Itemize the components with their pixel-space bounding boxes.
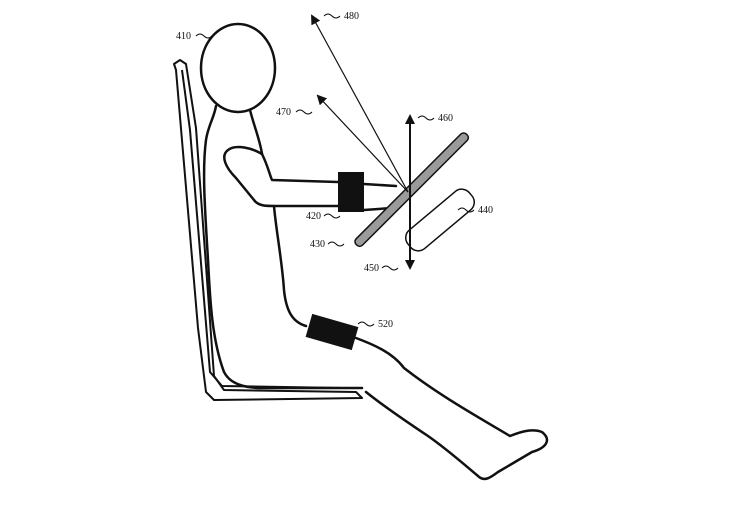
torso-back <box>202 104 364 390</box>
arm-sensor <box>338 172 364 212</box>
leader-lines <box>195 13 475 327</box>
label-420: 420 <box>306 211 321 222</box>
leader-450 <box>381 265 399 271</box>
vector-470-arrow <box>316 94 409 193</box>
leader-470 <box>295 109 313 115</box>
occupant-figure <box>199 22 549 481</box>
head <box>199 22 277 114</box>
thigh-top <box>354 336 549 481</box>
vector-480-arrow <box>311 14 409 193</box>
leg-sensor <box>305 313 359 351</box>
seat-inner <box>181 69 345 389</box>
label-480: 480 <box>344 11 359 22</box>
label-470: 470 <box>276 107 291 118</box>
leader-420 <box>323 213 341 219</box>
leader-480 <box>323 13 341 19</box>
controller <box>404 188 476 252</box>
label-450: 450 <box>364 263 379 274</box>
label-460: 460 <box>438 113 453 124</box>
steering-plane <box>354 132 470 248</box>
label-520: 520 <box>378 319 393 330</box>
leader-440 <box>457 207 475 213</box>
leader-520 <box>357 321 375 327</box>
seat-outer <box>173 59 363 401</box>
label-430: 430 <box>310 239 325 250</box>
upper-arm-top <box>260 152 340 184</box>
label-410: 410 <box>176 31 191 42</box>
chest-front <box>272 204 308 328</box>
leader-460 <box>417 115 435 121</box>
leader-430 <box>327 241 345 247</box>
seat <box>173 59 363 401</box>
leader-410 <box>195 33 213 39</box>
upper-arm <box>223 145 340 208</box>
label-440: 440 <box>478 205 493 216</box>
neck-front <box>248 108 264 156</box>
